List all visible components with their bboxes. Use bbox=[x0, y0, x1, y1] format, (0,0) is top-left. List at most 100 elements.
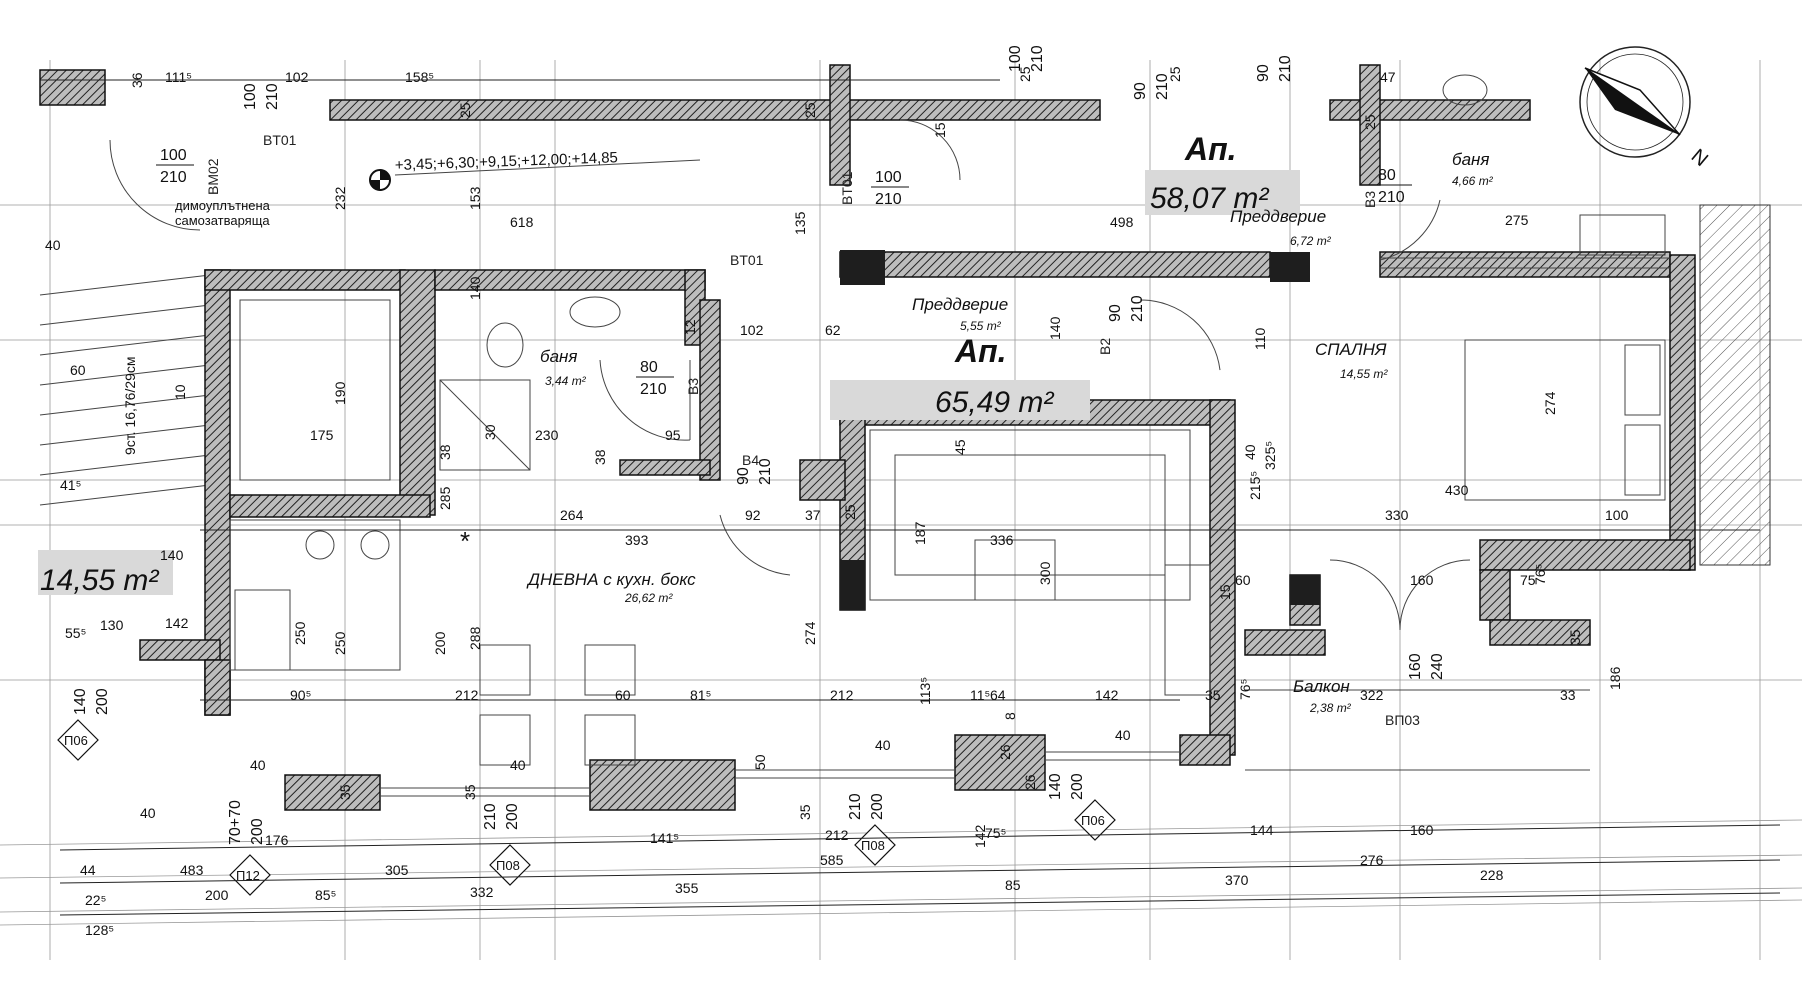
dimension-label: 141⁵ bbox=[650, 830, 679, 846]
dimension-label: 15 bbox=[1217, 584, 1233, 600]
walls bbox=[39, 64, 1696, 811]
dimension-label: 35 bbox=[1205, 687, 1221, 703]
dimension-label: 55⁵ bbox=[65, 625, 86, 641]
door-tag: BП03 bbox=[1385, 712, 1420, 728]
dimension-label: 140 bbox=[160, 547, 184, 563]
dimension-label: 92 bbox=[745, 507, 761, 523]
door-size-height: 210 bbox=[1378, 189, 1405, 206]
dimension-label: 285 bbox=[437, 486, 453, 510]
dimension-label: 483 bbox=[180, 862, 204, 878]
dimension-label: 40 bbox=[1242, 444, 1258, 460]
room-name-living: ДНЕВНА с кухн. бокс bbox=[526, 570, 696, 589]
dimension-label: 276 bbox=[1360, 852, 1384, 868]
room-area-bath-upper: 4,66 m² bbox=[1452, 174, 1494, 188]
door-tag: B3 bbox=[685, 378, 701, 395]
room-area-bath-lower: 3,44 m² bbox=[545, 374, 587, 388]
dimension-label: 62 bbox=[825, 322, 841, 338]
door-size-width: 80 bbox=[1378, 167, 1396, 184]
dimension-label: 160 bbox=[1410, 572, 1434, 588]
dimension-label: 200 bbox=[205, 887, 229, 903]
dimension-label: 40 bbox=[1115, 727, 1131, 743]
door-tags: BT01 BT01 BT01 BM02 B3 B3 B2 B4 BП03 bbox=[205, 132, 1420, 728]
dimension-label: 25 bbox=[1167, 66, 1183, 82]
dimension-label: 305 bbox=[385, 862, 409, 878]
room-name-bedroom: СПАЛНЯ bbox=[1315, 340, 1387, 359]
door-size-height: 210 bbox=[1129, 295, 1146, 322]
dimension-label: 176 bbox=[265, 832, 289, 848]
door-tag: BT01 bbox=[730, 252, 764, 268]
area-band-65 bbox=[830, 380, 1090, 420]
dimension-label: 38 bbox=[437, 444, 453, 460]
dimension-label: 200 bbox=[432, 631, 448, 655]
svg-text:П08: П08 bbox=[496, 858, 520, 873]
svg-text:П06: П06 bbox=[64, 733, 88, 748]
elevation-marker-icon bbox=[369, 159, 701, 191]
door-size-width: 70+70 bbox=[227, 800, 244, 845]
dimension-label: 332 bbox=[470, 884, 494, 900]
dimension-label: 430 bbox=[1445, 482, 1469, 498]
dimension-label: 144 bbox=[1250, 822, 1274, 838]
dimension-label: 40 bbox=[140, 805, 156, 821]
dimension-label: 618 bbox=[510, 214, 534, 230]
dimension-label: 102 bbox=[740, 322, 764, 338]
dimension-label: 25 bbox=[802, 102, 818, 118]
door-note-1: димоуплътнена bbox=[175, 198, 271, 213]
dimension-label: 60 bbox=[70, 362, 86, 378]
dimension-label: 95 bbox=[665, 427, 681, 443]
door-size-height: 210 bbox=[160, 169, 187, 186]
furniture bbox=[229, 74, 1666, 766]
dimension-label: 130 bbox=[100, 617, 124, 633]
door-tag: BT01 bbox=[839, 171, 855, 205]
door-size-width: 90 bbox=[1255, 64, 1272, 82]
dimension-label: 110 bbox=[1252, 327, 1268, 350]
door-size-height: 210 bbox=[264, 83, 281, 110]
dimension-label: 40 bbox=[510, 757, 526, 773]
dimension-label: 85⁵ bbox=[315, 887, 336, 903]
door-tag: B3 bbox=[1362, 191, 1378, 208]
dimension-label: 498 bbox=[1110, 214, 1134, 230]
compass-north-label: N bbox=[1687, 145, 1712, 171]
dimension-label: 15 bbox=[932, 122, 948, 138]
dimension-label: 50 bbox=[752, 754, 768, 770]
dimension-label: 232 bbox=[332, 186, 348, 210]
door-size-height: 200 bbox=[1069, 773, 1086, 800]
door-size-width: 90 bbox=[735, 467, 752, 485]
area-band-58 bbox=[1145, 170, 1300, 215]
dimension-label: 35 bbox=[797, 804, 813, 820]
dimension-label: 140 bbox=[467, 276, 483, 300]
dimension-label: 175 bbox=[310, 427, 334, 443]
dimension-label: 322 bbox=[1360, 687, 1384, 703]
dimension-label: 275 bbox=[1505, 212, 1529, 228]
construction-grid bbox=[0, 60, 1802, 960]
dimension-label: 40 bbox=[875, 737, 891, 753]
door-size-width: 80 bbox=[640, 359, 658, 376]
compass-icon: N bbox=[1579, 46, 1712, 171]
door-size-height: 200 bbox=[869, 793, 886, 820]
dimension-label: 336 bbox=[990, 532, 1014, 548]
door-note-2: самозатваряща bbox=[175, 213, 270, 228]
dimension-label: 102 bbox=[285, 69, 309, 85]
dimension-label: 35 bbox=[1567, 629, 1583, 645]
door-size-height: 210 bbox=[640, 381, 667, 398]
window-tag-marker: П08 bbox=[489, 844, 531, 886]
door-size-height: 200 bbox=[94, 688, 111, 715]
dimension-label: 393 bbox=[625, 532, 649, 548]
svg-text:П08: П08 bbox=[861, 838, 885, 853]
dimension-label: 8 bbox=[1002, 712, 1018, 720]
dimension-label: 38 bbox=[592, 449, 608, 465]
dimension-label: 75 bbox=[1520, 572, 1536, 588]
door-tag: B2 bbox=[1097, 338, 1113, 355]
room-area-hall-lower: 5,55 m² bbox=[960, 319, 1002, 333]
dimension-label: 40 bbox=[250, 757, 266, 773]
dimension-label: 113⁵ bbox=[917, 677, 933, 705]
door-size-width: 210 bbox=[847, 793, 864, 820]
door-size-height: 210 bbox=[1277, 55, 1294, 82]
dimension-label: 11⁵ bbox=[970, 687, 990, 703]
dimension-label: 111⁵ bbox=[165, 69, 192, 85]
dimension-label: 325⁵ bbox=[1262, 441, 1278, 470]
dimension-label: 158⁵ bbox=[405, 69, 434, 85]
door-tag: BT01 bbox=[263, 132, 297, 148]
